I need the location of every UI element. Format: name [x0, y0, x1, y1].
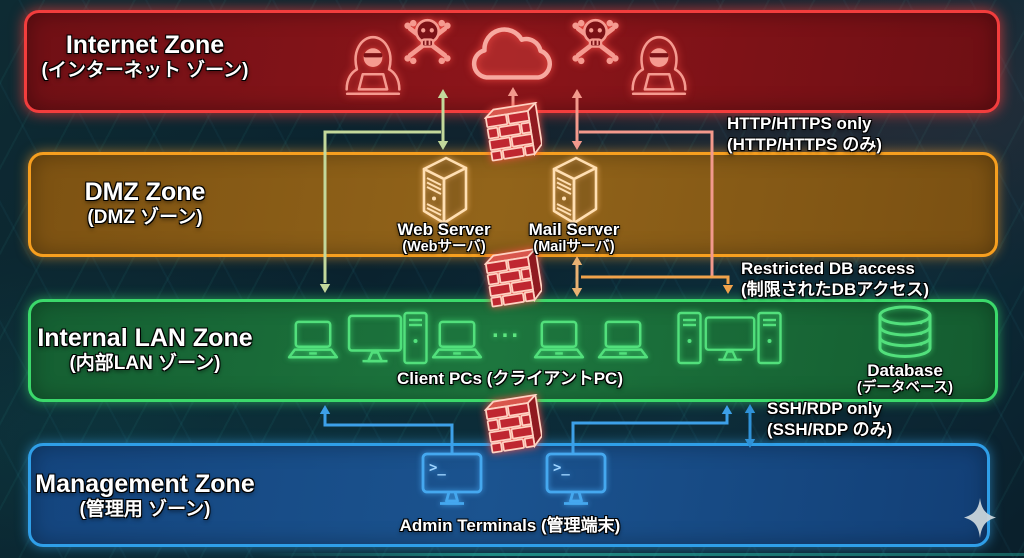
pc-tower-icon: [756, 311, 783, 365]
internet-zone-title: Internet Zone: [65, 31, 225, 59]
skull-crossbones-icon: [568, 13, 623, 67]
firewall-brick-icon: [484, 394, 542, 454]
laptop-icon: [430, 319, 484, 363]
line-admin1-to-lan: [319, 405, 454, 455]
sparkle-icon: [962, 497, 998, 541]
client-pcs-title: Client PCs (クライアントPC): [397, 369, 623, 388]
server-tower-icon: [540, 153, 608, 229]
mail-server-title: Mail Server: [528, 220, 620, 239]
client-pcs-label: Client PCs (クライアントPC): [330, 369, 690, 388]
internal-lan-zone-title: Internal LAN Zone: [37, 324, 253, 352]
web-server-title: Web Server: [397, 220, 491, 239]
mail-server-label: Mail Server (Mailサーバ): [513, 220, 635, 255]
pc-tower-icon: [402, 311, 429, 365]
laptop-icon: [596, 319, 650, 363]
desktop-monitor-icon: [704, 314, 756, 364]
database-icon: [874, 304, 936, 362]
admin-terminals-title: Admin Terminals (管理端末): [399, 516, 621, 535]
firewall-brick-icon: [484, 248, 542, 308]
server-tower-icon: [410, 153, 478, 229]
database-subtitle: (データベース): [857, 380, 953, 397]
line-internet-to-clients: [319, 130, 441, 293]
terminal-icon: >_: [420, 450, 484, 514]
annotation-db-line1: Restricted DB access: [741, 259, 915, 278]
internal-lan-zone-label: Internal LAN Zone (内部LAN ゾーン): [20, 324, 270, 375]
arrow-mailserver-lan: [571, 256, 583, 297]
cloud-icon: [461, 18, 563, 92]
annotation-http: HTTP/HTTPS only (HTTP/HTTPS のみ): [727, 114, 882, 155]
database-label: Database (データベース): [840, 361, 970, 396]
annotation-db-line2: (制限されたDBアクセス): [741, 279, 930, 299]
arrow-ssh-rdp: [744, 404, 756, 448]
pc-tower-icon: [676, 311, 703, 365]
management-zone-title: Management Zone: [35, 470, 255, 498]
line-db-access: [581, 275, 734, 294]
annotation-ssh-line2: (SSH/RDP のみ): [767, 419, 893, 439]
arrow-internet-webserver: [437, 89, 449, 150]
internal-lan-zone-subtitle: (内部LAN ゾーン): [69, 352, 221, 374]
hacker-icon: [620, 24, 698, 104]
annotation-http-line1: HTTP/HTTPS only: [727, 114, 872, 133]
dmz-zone-title: DMZ Zone: [84, 178, 206, 206]
dmz-zone-subtitle: (DMZ ゾーン): [87, 206, 203, 228]
annotation-ssh: SSH/RDP only (SSH/RDP のみ): [767, 399, 892, 440]
web-server-subtitle: (Webサーバ): [402, 239, 486, 256]
dmz-zone-label: DMZ Zone (DMZ ゾーン): [20, 178, 270, 229]
internet-zone-subtitle: (インターネット ゾーン): [41, 59, 249, 81]
ellipsis-more-pcs: ...: [492, 316, 522, 343]
annotation-db: Restricted DB access (制限されたDBアクセス): [741, 259, 929, 300]
firewall-brick-icon: [484, 102, 542, 162]
line-http-path: [579, 130, 714, 277]
management-zone-subtitle: (管理用 ゾーン): [79, 498, 211, 520]
mail-server-subtitle: (Mailサーバ): [533, 239, 615, 256]
terminal-prompt: >_: [553, 460, 570, 476]
laptop-icon: [532, 319, 586, 363]
arrow-internet-mailserver: [571, 89, 583, 150]
internet-zone-label: Internet Zone (インターネット ゾーン): [20, 31, 270, 82]
skull-crossbones-icon: [400, 13, 455, 67]
annotation-http-line2: (HTTP/HTTPS のみ): [727, 134, 882, 154]
desktop-monitor-icon: [346, 314, 404, 364]
hacker-icon: [334, 24, 412, 104]
web-server-label: Web Server (Webサーバ): [383, 220, 505, 255]
zone-dmz: [28, 152, 998, 257]
laptop-icon: [286, 319, 340, 363]
annotation-ssh-line1: SSH/RDP only: [767, 399, 882, 418]
terminal-icon: >_: [544, 450, 608, 514]
admin-terminals-label: Admin Terminals (管理端末): [360, 516, 660, 535]
line-admin2-to-lan: [571, 405, 733, 455]
background-accent-line: [260, 553, 1024, 556]
database-title: Database: [867, 361, 943, 380]
terminal-prompt: >_: [429, 460, 446, 476]
zone-management: [28, 443, 990, 547]
management-zone-label: Management Zone (管理用 ゾーン): [20, 470, 270, 521]
